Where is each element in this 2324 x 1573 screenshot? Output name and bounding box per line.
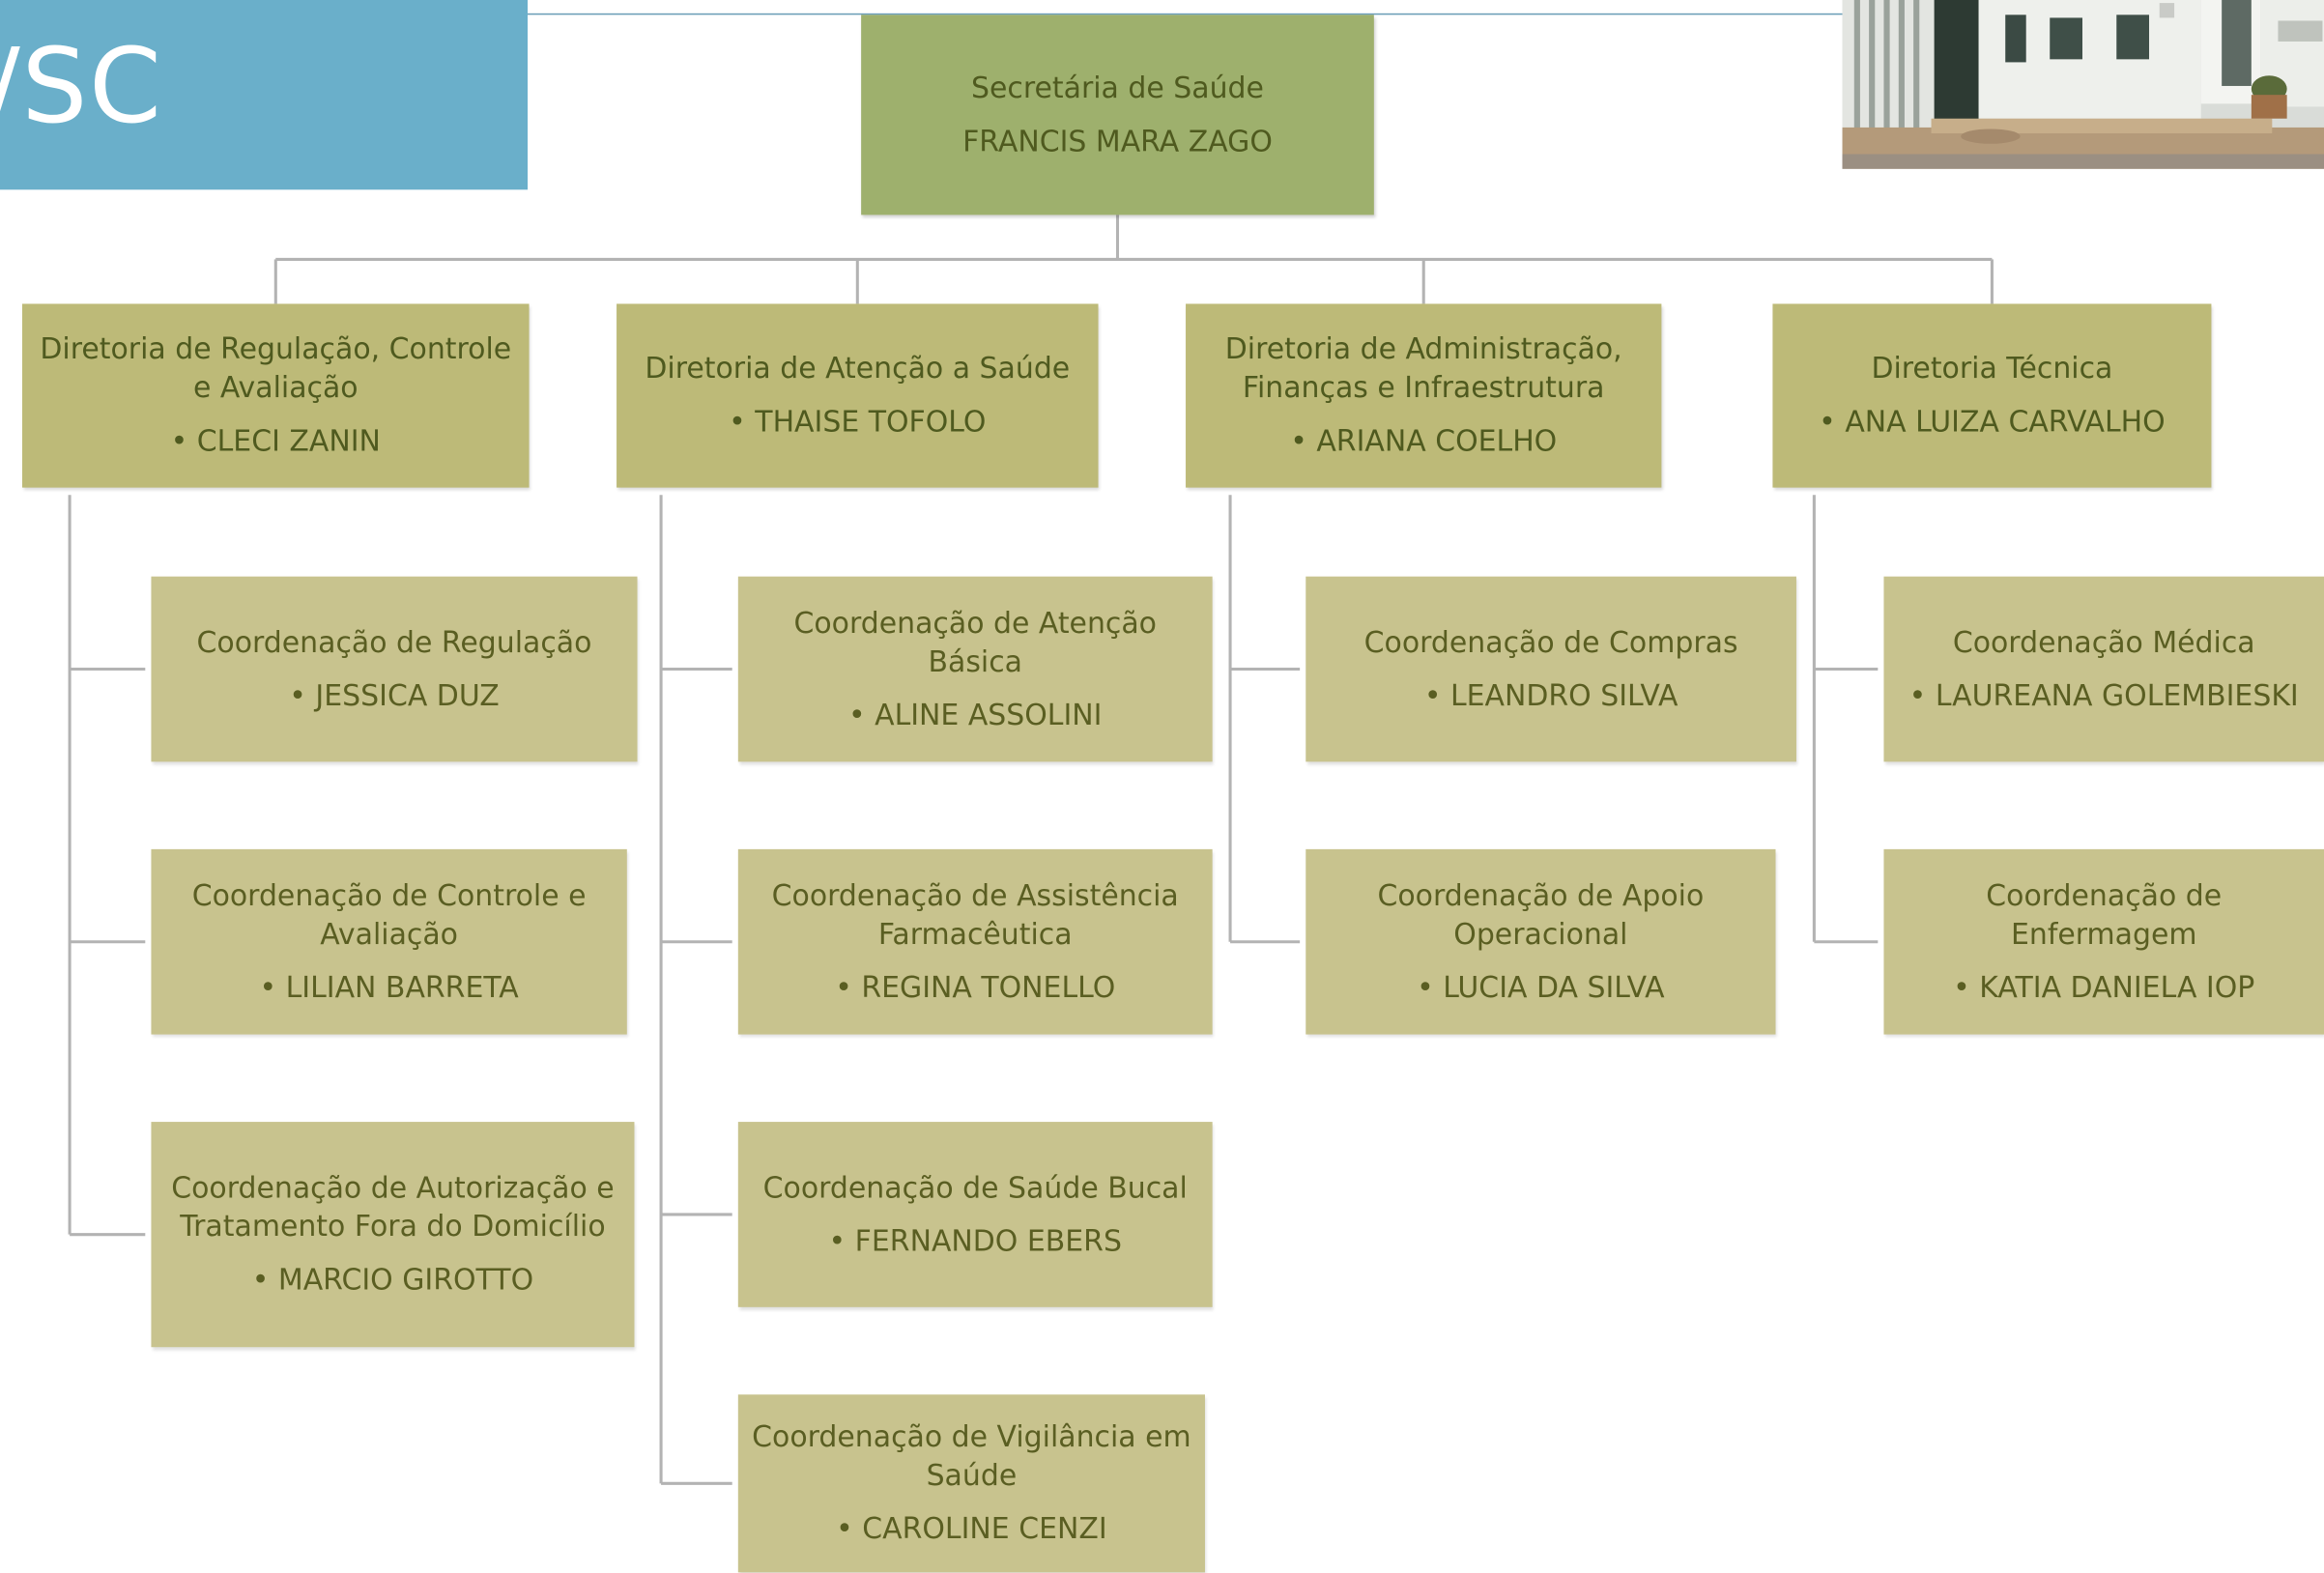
node-person: • LEANDRO SILVA — [1423, 677, 1678, 712]
coordination-node: Coordenação de Vigilância em Saúde • CAR… — [737, 1394, 1205, 1573]
title-banner-text: /SC — [0, 25, 163, 147]
node-person: • LUCIA DA SILVA — [1417, 969, 1665, 1005]
node-person: • LILIAN BARRETA — [259, 969, 519, 1005]
node-person: • JESSICA DUZ — [289, 677, 500, 712]
coordination-node: Coordenação de Regulação • JESSICA DUZ — [151, 576, 638, 762]
node-title: Coordenação de Controle e Avaliação — [191, 877, 587, 951]
coordination-node: Coordenação de Saúde Bucal • FERNANDO EB… — [737, 1122, 1213, 1307]
directorate-node-atencao: Diretoria de Atenção a Saúde • THAISE TO… — [617, 303, 1099, 488]
node-person: FRANCIS MARA ZAGO — [962, 124, 1273, 158]
node-title: Secretária de Saúde — [971, 70, 1264, 105]
node-person: • REGINA TONELLO — [835, 969, 1116, 1005]
coordination-node: Coordenação de Compras • LEANDRO SILVA — [1305, 576, 1796, 762]
directorate-node-tecnica: Diretoria Técnica • ANA LUIZA CARVALHO — [1772, 303, 2212, 488]
node-person: • ALINE ASSOLINI — [847, 697, 1103, 731]
node-title: Coordenação de Atenção Básica — [793, 605, 1157, 678]
coordination-node: Coordenação de Atenção Básica • ALINE AS… — [737, 576, 1213, 762]
coordination-node: Coordenação Médica • LAUREANA GOLEMBIESK… — [1883, 576, 2324, 762]
node-title: Coordenação de Saúde Bucal — [762, 1169, 1188, 1205]
node-title: Diretoria Técnica — [1871, 351, 2113, 386]
node-title: Diretoria de Administração, Finanças e I… — [1224, 331, 1622, 405]
coordination-node: Coordenação de Controle e Avaliação • LI… — [151, 848, 627, 1035]
node-person: • CAROLINE CENZI — [836, 1511, 1107, 1546]
node-title: Coordenação de Vigilância em Saúde — [752, 1419, 1191, 1493]
node-title: Coordenação de Autorização e Tratamento … — [171, 1170, 615, 1244]
directorate-node-administracao: Diretoria de Administração, Finanças e I… — [1186, 303, 1662, 488]
node-title: Diretoria de Regulação, Controle e Avali… — [40, 331, 512, 405]
node-title: Coordenação de Enfermagem — [1986, 877, 2223, 951]
directorate-node-regulacao: Diretoria de Regulação, Controle e Avali… — [22, 303, 530, 488]
header-rule — [528, 13, 1848, 15]
coordination-node: Coordenação de Enfermagem • KATIA DANIEL… — [1883, 848, 2324, 1035]
node-person: • FERNANDO EBERS — [828, 1223, 1122, 1258]
node-title: Coordenação de Apoio Operacional — [1377, 877, 1705, 951]
node-person: • KATIA DANIELA IOP — [1953, 969, 2255, 1005]
node-person: • CLECI ZANIN — [170, 423, 381, 458]
title-banner: /SC — [0, 0, 529, 190]
coordination-node: Coordenação de Apoio Operacional • LUCIA… — [1305, 848, 1776, 1035]
coordination-node: Coordenação de Autorização e Tratamento … — [151, 1122, 635, 1348]
node-person: • MARCIO GIROTTO — [251, 1262, 534, 1298]
node-title: Coordenação Médica — [1952, 624, 2255, 659]
node-title: Coordenação de Regulação — [196, 624, 592, 659]
node-person: • ANA LUIZA CARVALHO — [1819, 404, 2166, 440]
node-person: • LAUREANA GOLEMBIESKI — [1908, 677, 2299, 712]
root-node-secretaria: Secretária de Saúde FRANCIS MARA ZAGO — [861, 14, 1374, 215]
node-title: Coordenação de Assistência Farmacêutica — [771, 877, 1179, 951]
node-title: Diretoria de Atenção a Saúde — [645, 351, 1071, 386]
node-person: • ARIANA COELHO — [1290, 423, 1558, 458]
node-person: • THAISE TOFOLO — [729, 404, 987, 440]
node-title: Coordenação de Compras — [1363, 624, 1738, 659]
coordination-node: Coordenação de Assistência Farmacêutica … — [737, 848, 1213, 1035]
building-photo — [1842, 0, 2324, 169]
